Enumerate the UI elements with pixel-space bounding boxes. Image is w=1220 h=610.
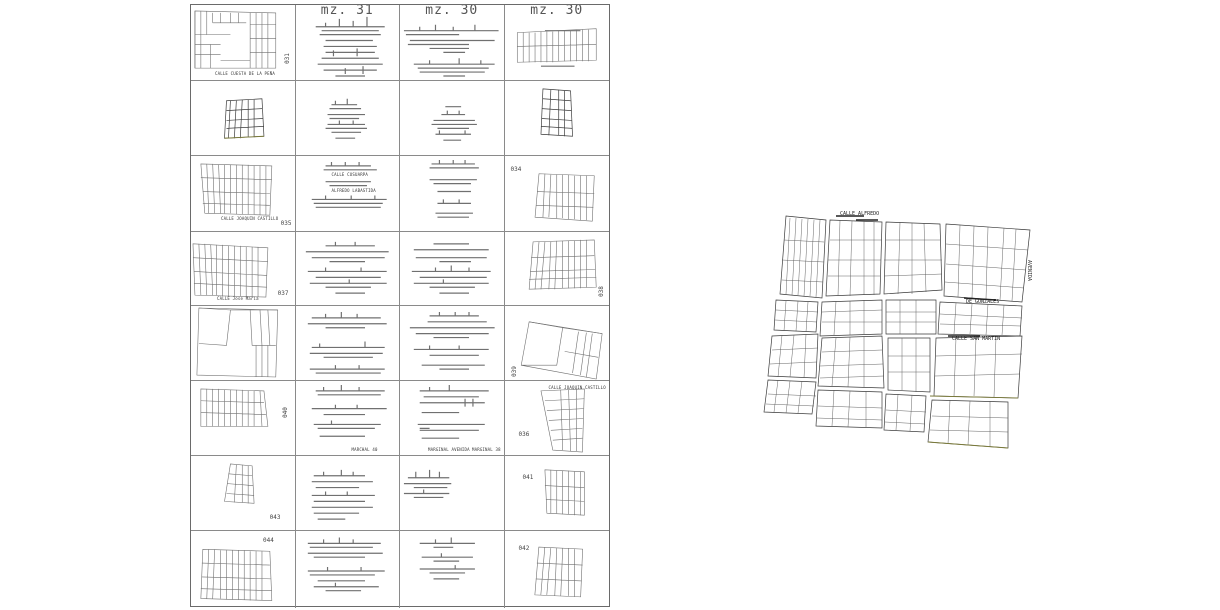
block-id: 039: [510, 366, 518, 377]
block-plan-elevation: [516, 28, 597, 67]
block-id: 041: [522, 474, 534, 481]
cell-r7c3: [400, 456, 505, 531]
elevation-strip: [409, 311, 495, 370]
block-plan-031: [194, 10, 277, 69]
cell-r4c2: [295, 232, 400, 306]
block-plan-034: [534, 173, 595, 222]
elevation-strip: [417, 384, 489, 439]
block-id: 036: [518, 431, 530, 438]
elevation-strip: [429, 159, 479, 218]
site-plan-street-label: CALLE SAN MARTIN: [952, 336, 1000, 342]
elevation-strip: [315, 16, 385, 77]
block-id: 037: [277, 290, 289, 297]
street-label: CALLE JOAQUIN CASTILLO: [548, 385, 606, 390]
block-plan-041: [544, 469, 585, 516]
cell-r3c4: 034: [504, 156, 609, 232]
block-plan-039: [520, 321, 602, 380]
block-id: 044: [263, 537, 274, 544]
street-label: MARGINAL 38: [472, 447, 501, 452]
cell-r5c2: [295, 306, 400, 381]
elevation-strip: [311, 384, 387, 437]
street-label: MARGINAL AVENIDA: [428, 447, 470, 452]
block-plan-036: [540, 388, 585, 453]
cell-r1c1: CALLE CUESTA DE LA PEÑA 031: [191, 5, 296, 81]
cell-r2c3: [400, 81, 505, 156]
site-plan-street-label: CALLE ALFREDO: [840, 211, 879, 217]
elevation-strip: [325, 98, 367, 139]
block-plan: [540, 88, 573, 137]
block-plan-037: [192, 243, 269, 298]
cell-r3c2: CALLE CUSUARPA ALFREDO LABASTIDA: [295, 156, 400, 232]
elevation-strip: [403, 469, 452, 499]
block-plan-042: [534, 546, 583, 598]
block-id: 043: [269, 514, 281, 521]
block-id: 031: [283, 53, 291, 64]
cell-r4c3: [400, 232, 505, 306]
cell-r6c4: CALLE JOAQUIN CASTILLO 036: [504, 381, 609, 456]
street-label: CALLE Jose Maria: [217, 296, 259, 301]
elevation-strip: [403, 24, 499, 77]
street-label: CALLE JOAQUIN CASTILLO: [221, 216, 279, 221]
cell-r5c3: [400, 306, 505, 381]
site-plan-overview: CALLE ALFREDO DE GONZALES CALLE SAN MART…: [763, 211, 1032, 449]
cell-r7c4: 041: [504, 456, 609, 531]
elevation-strip: [305, 241, 389, 294]
elevation-strip: [411, 243, 491, 294]
block-id: 038: [598, 286, 606, 297]
street-label: MARCHAL 40: [351, 447, 378, 452]
cell-r6c3: MARGINAL AVENIDA MARGINAL 38: [400, 381, 505, 456]
block-plan-035: [200, 163, 273, 216]
block-plan-043: [224, 463, 255, 504]
site-plan-street-label: DE GONZALES: [966, 299, 999, 305]
block-plan: [200, 388, 269, 427]
cell-r3c3: [400, 156, 505, 232]
elevation-strip: [431, 106, 477, 141]
site-plan-street-label: AVENIDA: [1026, 260, 1032, 281]
cell-r6c2: MARCHAL 40: [295, 381, 400, 456]
elevation-strip: [419, 537, 475, 580]
elevation-strip: [307, 311, 387, 374]
manzana-header: mz. 30: [530, 5, 584, 18]
elevation-strip: [307, 537, 385, 592]
cell-r8c2: [296, 531, 400, 608]
block-id: 042: [518, 545, 530, 552]
street-label: CALLE CUESTA DE LA PEÑA: [215, 71, 275, 76]
block-plan-044: [200, 548, 273, 601]
cell-r1c3: mz. 30: [400, 5, 505, 81]
elevation-strip: [311, 469, 375, 520]
cell-r2c4: [504, 81, 609, 156]
block-id: 034: [510, 166, 522, 173]
block-plan: [196, 307, 279, 378]
cell-r2c2: [295, 81, 400, 156]
cell-r7c2: [295, 456, 400, 531]
cell-r1c2: mz. 31: [295, 5, 400, 81]
cell-r3c1: CALLE JOAQUIN CASTILLO 035: [191, 156, 296, 232]
block-id: 035: [280, 220, 292, 227]
street-label: CALLE CUSUARPA: [331, 172, 369, 177]
cell-r5c4: 039: [504, 306, 609, 381]
cell-r8c3: [400, 531, 505, 608]
elevation-strip: [311, 161, 387, 208]
block-plan-038: [528, 239, 597, 290]
manzana-header: mz. 31: [320, 5, 374, 18]
block-id: 040: [281, 407, 289, 418]
cell-r6c1: 040: [191, 381, 296, 456]
cell-r5c1: [191, 306, 296, 381]
manzana-header: mz. 30: [425, 5, 479, 18]
cell-r4c1: CALLE Jose Maria 037: [191, 232, 296, 306]
block-plan: [224, 98, 265, 139]
cell-r2c1: [191, 81, 296, 156]
manzana-sheet: CALLE CUESTA DE LA PEÑA 031 mz. 31 mz. 3…: [190, 4, 610, 608]
cell-r7c1: 043: [191, 456, 296, 531]
street-label: ALFREDO LABASTIDA: [331, 188, 376, 193]
cell-r8c4: 042: [505, 531, 610, 608]
cell-r8c1: 044: [191, 531, 296, 608]
cell-r1c4: mz. 30: [504, 5, 609, 81]
cell-r4c4: 038: [504, 232, 609, 306]
